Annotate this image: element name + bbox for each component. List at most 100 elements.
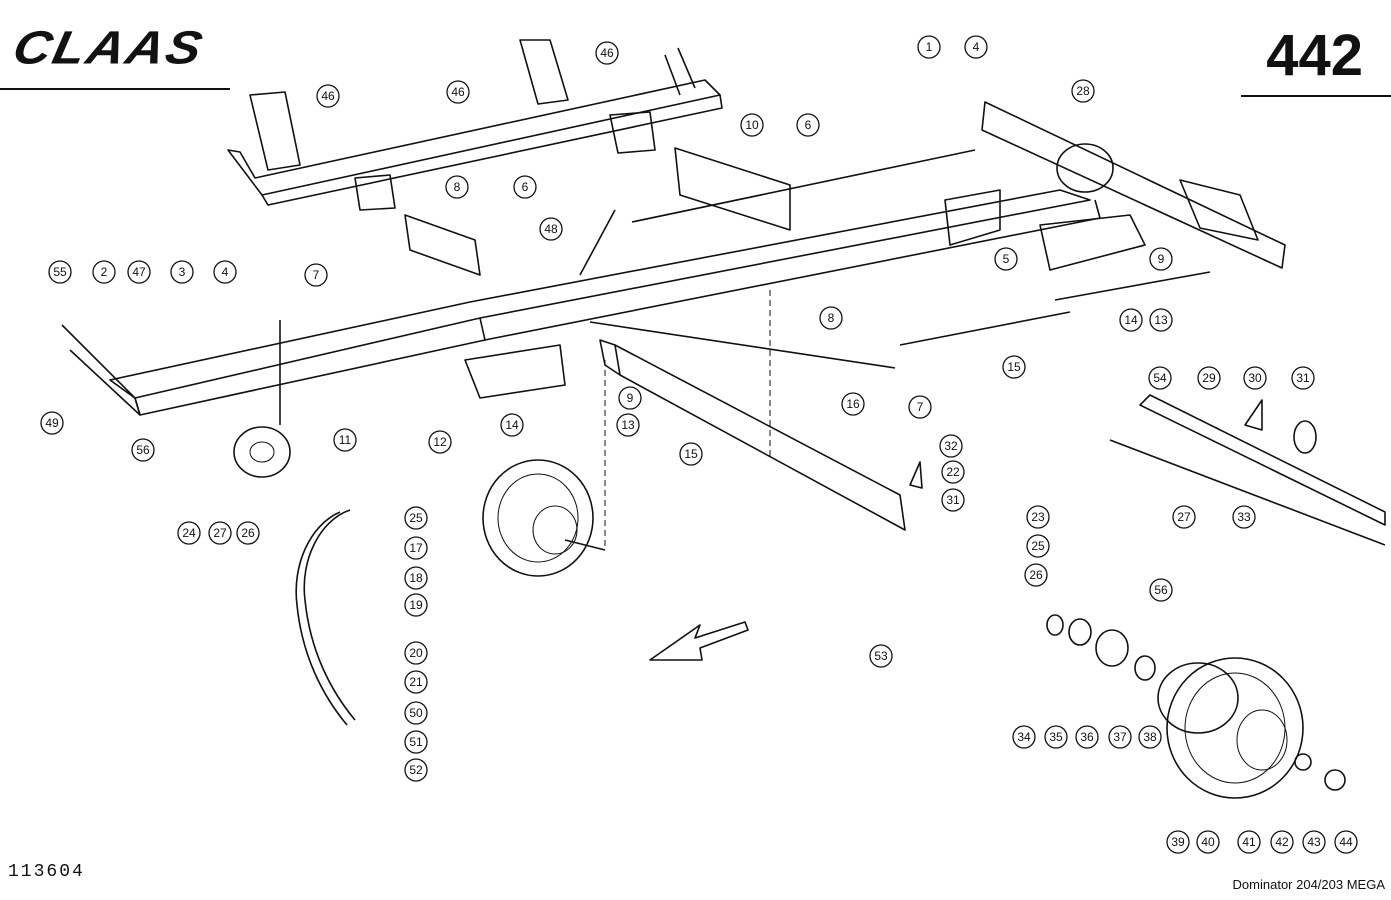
svg-text:24: 24 <box>182 526 196 540</box>
jockey-wheel <box>233 320 291 478</box>
svg-text:18: 18 <box>409 571 423 585</box>
part-callout-3: 3 <box>170 260 194 284</box>
document-id: 113604 <box>8 862 85 882</box>
svg-text:41: 41 <box>1242 835 1256 849</box>
part-callout-46: 46 <box>316 84 340 108</box>
part-callout-26: 26 <box>236 521 260 545</box>
part-callout-20: 20 <box>404 641 428 665</box>
reflector-triangle <box>909 461 923 489</box>
svg-text:19: 19 <box>409 598 423 612</box>
svg-text:42: 42 <box>1275 835 1289 849</box>
part-callout-36: 36 <box>1075 725 1099 749</box>
part-callout-6: 6 <box>513 175 537 199</box>
part-callout-23: 23 <box>1026 505 1050 529</box>
main-frame <box>61 147 1146 416</box>
front-wheel <box>482 459 606 577</box>
svg-text:3: 3 <box>179 265 186 279</box>
part-callout-7: 7 <box>304 263 328 287</box>
part-callout-46: 46 <box>595 41 619 65</box>
part-callout-28: 28 <box>1071 79 1095 103</box>
svg-text:39: 39 <box>1171 835 1185 849</box>
svg-text:54: 54 <box>1153 371 1167 385</box>
part-callout-55: 55 <box>48 260 72 284</box>
svg-text:55: 55 <box>53 265 67 279</box>
top-beam <box>227 39 723 211</box>
svg-text:50: 50 <box>409 706 423 720</box>
svg-text:10: 10 <box>745 118 759 132</box>
part-callout-44: 44 <box>1334 830 1358 854</box>
svg-text:46: 46 <box>321 89 335 103</box>
svg-text:20: 20 <box>409 646 423 660</box>
hub-parts <box>1046 614 1346 791</box>
svg-text:33: 33 <box>1237 510 1251 524</box>
svg-text:28: 28 <box>1076 84 1090 98</box>
part-callout-42: 42 <box>1270 830 1294 854</box>
svg-text:9: 9 <box>1158 252 1165 266</box>
part-callout-18: 18 <box>404 566 428 590</box>
svg-text:2: 2 <box>101 265 108 279</box>
part-callout-1: 1 <box>917 35 941 59</box>
part-callout-46: 46 <box>446 80 470 104</box>
part-callout-8: 8 <box>445 175 469 199</box>
part-callout-14: 14 <box>500 413 524 437</box>
part-callout-41: 41 <box>1237 830 1261 854</box>
svg-text:21: 21 <box>409 675 423 689</box>
svg-text:44: 44 <box>1339 835 1353 849</box>
svg-text:43: 43 <box>1307 835 1321 849</box>
svg-text:15: 15 <box>684 447 698 461</box>
svg-text:30: 30 <box>1248 371 1262 385</box>
side-rail <box>1109 394 1386 546</box>
svg-text:13: 13 <box>621 418 635 432</box>
part-callout-4: 4 <box>964 35 988 59</box>
svg-text:25: 25 <box>409 511 423 525</box>
part-callout-40: 40 <box>1196 830 1220 854</box>
part-callout-27: 27 <box>1172 505 1196 529</box>
svg-text:34: 34 <box>1017 730 1031 744</box>
part-callout-19: 19 <box>404 593 428 617</box>
part-callout-49: 49 <box>40 411 64 435</box>
svg-text:48: 48 <box>544 222 558 236</box>
part-callout-27: 27 <box>208 521 232 545</box>
part-callout-53: 53 <box>869 644 893 668</box>
svg-text:51: 51 <box>409 735 423 749</box>
svg-text:14: 14 <box>1124 313 1138 327</box>
part-callout-47: 47 <box>127 260 151 284</box>
part-callout-38: 38 <box>1138 725 1162 749</box>
rear-wheel <box>1157 657 1304 799</box>
part-callout-13: 13 <box>616 413 640 437</box>
svg-text:15: 15 <box>1007 360 1021 374</box>
reflector-triangle <box>1244 399 1263 431</box>
part-callout-25: 25 <box>404 506 428 530</box>
axle-beam <box>599 290 906 550</box>
part-callout-39: 39 <box>1166 830 1190 854</box>
part-callout-7: 7 <box>908 395 932 419</box>
safety-chain <box>295 509 356 726</box>
svg-text:16: 16 <box>846 397 860 411</box>
page-number: 442 <box>1266 23 1363 88</box>
svg-text:56: 56 <box>1154 583 1168 597</box>
part-callout-13: 13 <box>1149 308 1173 332</box>
svg-text:27: 27 <box>213 526 227 540</box>
svg-text:23: 23 <box>1031 510 1045 524</box>
svg-text:38: 38 <box>1143 730 1157 744</box>
header-rule-right <box>1241 95 1391 97</box>
svg-text:37: 37 <box>1113 730 1127 744</box>
svg-text:32: 32 <box>944 439 958 453</box>
svg-text:7: 7 <box>313 268 320 282</box>
svg-text:35: 35 <box>1049 730 1063 744</box>
direction-arrow <box>649 621 749 661</box>
part-callout-21: 21 <box>404 670 428 694</box>
part-callout-26: 26 <box>1024 563 1048 587</box>
svg-text:46: 46 <box>451 85 465 99</box>
part-callout-33: 33 <box>1232 505 1256 529</box>
svg-text:25: 25 <box>1031 539 1045 553</box>
svg-text:4: 4 <box>222 265 229 279</box>
part-callout-8: 8 <box>819 306 843 330</box>
part-callout-43: 43 <box>1302 830 1326 854</box>
svg-text:13: 13 <box>1154 313 1168 327</box>
part-callout-31: 31 <box>1291 366 1315 390</box>
part-callout-52: 52 <box>404 758 428 782</box>
svg-text:4: 4 <box>973 40 980 54</box>
part-callout-5: 5 <box>994 247 1018 271</box>
